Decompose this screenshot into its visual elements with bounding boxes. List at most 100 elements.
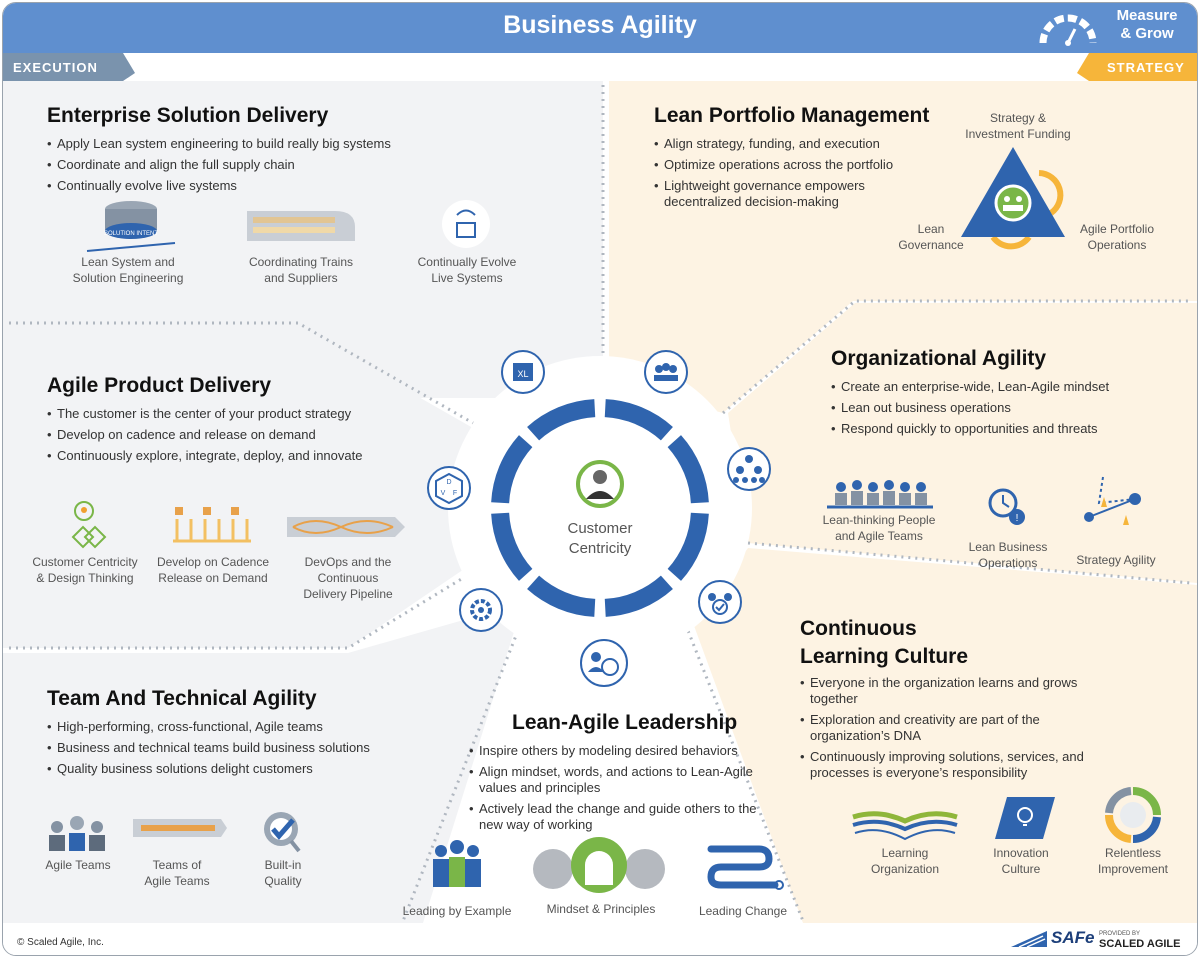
lpm-bullets: Align strategy, funding, and execution O… [654, 136, 904, 215]
center-label: Customer Centricity [540, 519, 660, 559]
lpm-tri-left-line-1: Lean [917, 222, 945, 236]
solution-intent-label: SOLUTION INTENT [104, 231, 158, 237]
esd-caption-3-line-2: Live Systems [431, 271, 503, 285]
oa-bullet: Create an enterprise-wide, Lean-Agile mi… [831, 379, 1161, 395]
f-label: F [453, 490, 457, 497]
d-label: D [446, 479, 451, 486]
clc-caption-2: Innovation Culture [965, 845, 1077, 877]
leadership-globe-icon [580, 639, 628, 687]
lpm-tri-top: Strategy & Investment Funding [953, 110, 1083, 142]
clc-caption-2-line-2: Culture [1001, 862, 1041, 876]
execution-tab: EXECUTION [13, 60, 98, 75]
apd-caption-2-line-1: Develop on Cadence [156, 555, 270, 569]
innovation-bulb-icon [995, 797, 1055, 839]
lpm-bullet: Lightweight governance empowers decentra… [654, 178, 904, 210]
copyright-text: © Scaled Agile, Inc. [17, 937, 104, 948]
customer-avatar-icon [576, 460, 624, 508]
mindset-principles-icon [533, 837, 665, 893]
tta-title: Team And Technical Agility [47, 687, 317, 710]
gear-people-icon [459, 588, 503, 632]
tta-caption-2: Teams of Agile Teams [129, 857, 225, 889]
esd-bullet: Apply Lean system engineering to build r… [47, 136, 567, 152]
esd-bullets: Apply Lean system engineering to build r… [47, 136, 567, 199]
ring-segment [527, 575, 596, 617]
oa-title: Organizational Agility [831, 347, 1047, 370]
tta-bullet: Quality business solutions delight custo… [47, 761, 407, 777]
clc-caption-3: Relentless Improvement [1073, 845, 1193, 877]
apd-bullet: Develop on cadence and release on demand [47, 427, 467, 443]
org-chart-icon [727, 447, 771, 491]
lal-caption-1: Leading by Example [402, 904, 512, 918]
center-line-2: Centricity [568, 540, 632, 557]
ring-segment [527, 399, 596, 441]
page-title: Business Agility [503, 11, 697, 39]
lal-caption-2: Mindset & Principles [546, 902, 656, 916]
oa-caption-3: Strategy Agility [1061, 552, 1171, 568]
ring-segment [604, 575, 673, 617]
esd-caption-1: Lean System and Solution Engineering [65, 254, 191, 286]
lal-caption-3: Leading Change [698, 904, 788, 918]
dvf-cube-icon: D V F [427, 466, 471, 510]
strategy-agility-icon [1084, 476, 1141, 525]
built-in-quality-icon [264, 812, 301, 853]
business-operations-icon: ! [988, 488, 1025, 525]
apd-caption-3-line-2: Delivery Pipeline [303, 587, 393, 601]
oa-caption-2-line-2: Operations [978, 556, 1038, 570]
tta-bullet: Business and technical teams build busin… [47, 740, 407, 756]
lpm-tri-right: Agile Portfolio Operations [1067, 221, 1167, 253]
esd-caption-3: Continually Evolve Live Systems [409, 254, 525, 286]
clc-title: Continuous Learning Culture [800, 615, 968, 671]
esd-caption-1-line-1: Lean System and [81, 255, 175, 269]
scaled-agile-text: SCALED AGILE [1099, 938, 1181, 950]
leading-change-icon [707, 845, 784, 890]
lpm-tri-top-line-2: Investment Funding [965, 127, 1071, 141]
tta-caption-3-line-1: Built-in [264, 858, 302, 872]
lpm-tri-right-line-2: Operations [1087, 238, 1147, 252]
oa-bullet: Respond quickly to opportunities and thr… [831, 421, 1161, 437]
esd-title: Enterprise Solution Delivery [47, 104, 329, 127]
center-line-1: Customer [567, 520, 633, 537]
release-cadence-icon [173, 507, 251, 543]
clc-bullet: Everyone in the organization learns and … [800, 675, 1100, 707]
execution-tab-bg [3, 53, 135, 81]
header-bar [3, 3, 1197, 53]
oa-caption-2-line-1: Lean Business [968, 540, 1048, 554]
apd-caption-3: DevOps and the Continuous Delivery Pipel… [273, 554, 423, 602]
svg-text:!: ! [1016, 513, 1019, 524]
ring-segment [667, 435, 709, 504]
xl-label: XL [517, 369, 528, 379]
tta-caption-2-line-2: Agile Teams [144, 874, 210, 888]
apd-caption-2: Develop on Cadence Release on Demand [155, 554, 271, 586]
tta-caption-3-line-2: Quality [264, 874, 302, 888]
lpm-tri-left: Lean Governance [889, 221, 973, 253]
lpm-title: Lean Portfolio Management [654, 104, 930, 127]
apd-caption-1-line-2: & Design Thinking [36, 571, 134, 585]
clc-caption-1-line-1: Learning [881, 846, 929, 860]
ring-segment [604, 399, 673, 441]
measure-line-2: & Grow [1120, 25, 1174, 42]
learning-group-icon [698, 580, 742, 624]
clc-title-line-1: Continuous [800, 617, 917, 640]
esd-caption-2-line-2: and Suppliers [264, 271, 338, 285]
clc-bullets: Everyone in the organization learns and … [800, 675, 1100, 786]
lpm-tri-top-line-1: Strategy & [989, 111, 1047, 125]
lpm-bullet: Align strategy, funding, and execution [654, 136, 904, 152]
oa-region [728, 303, 1197, 583]
ring-segment [667, 512, 709, 581]
oa-bullet: Lean out business operations [831, 400, 1161, 416]
delivery-pipeline-icon [287, 517, 405, 537]
lpm-tri-right-line-1: Agile Portfolio [1079, 222, 1155, 236]
lal-bullet: Inspire others by modeling desired behav… [469, 743, 759, 759]
clc-caption-2-line-1: Innovation [993, 846, 1049, 860]
clc-caption-1: Learning Organization [845, 845, 965, 877]
safe-brand: SAFe [1051, 928, 1095, 947]
design-thinking-icon [71, 501, 107, 549]
tta-caption-3: Built-in Quality [241, 857, 325, 889]
oa-caption-1-line-2: and Agile Teams [835, 529, 923, 543]
agile-teams-icon [49, 816, 105, 851]
clc-title-line-2: Learning Culture [800, 645, 969, 668]
tta-caption-2-line-1: Teams of [152, 858, 202, 872]
apd-caption-3-line-1: DevOps and the Continuous [304, 555, 392, 585]
